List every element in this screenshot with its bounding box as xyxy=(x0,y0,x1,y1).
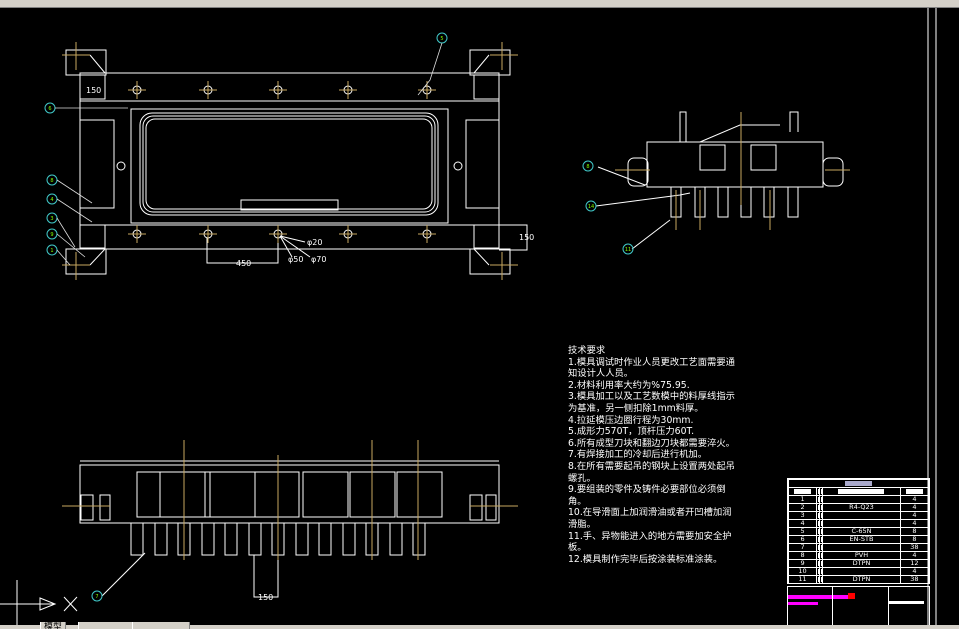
tech-line: 6.所有成型刀块和翻边刀块都需要淬火。 xyxy=(568,437,735,449)
balloon-label: 14 xyxy=(588,204,594,210)
tech-line: 3.模具加工以及工艺数模中的料厚线指示 xyxy=(568,391,735,403)
bom-header-title xyxy=(788,479,929,488)
tech-line: 板。 xyxy=(568,542,587,554)
title-magenta-text xyxy=(788,595,848,599)
bom-qty: 38 xyxy=(899,575,930,584)
tech-title: 技术要求 xyxy=(568,345,606,356)
tech-line: 1.模具调试时作业人员更改工艺面需要通 xyxy=(568,356,735,368)
legs xyxy=(670,186,799,218)
tech-line: 11.手、异物能进入的地方需要加安全护 xyxy=(568,530,732,542)
dim-150-right: 150 xyxy=(519,233,534,242)
bom-spec: DTPN xyxy=(822,559,901,568)
balloon-label: 9 xyxy=(50,232,53,238)
balloon-label: 5 xyxy=(440,36,443,42)
dim-450: 450 xyxy=(236,259,251,268)
tech-line: 7.有焊接加工的冷却后进行机加。 xyxy=(568,449,708,461)
legs xyxy=(130,522,426,556)
bom-spec xyxy=(822,511,901,520)
side-view xyxy=(595,111,844,250)
tech-line: 10.在导滑面上加润滑油或者开凹槽加润 xyxy=(568,507,732,519)
technical-requirements: 技术要求 1.模具调试时作业人员更改工艺面需要通 知设计人人员。 2.材料利用率… xyxy=(568,345,738,565)
tech-line: 角。 xyxy=(568,495,587,507)
toolbar-strip xyxy=(0,0,959,8)
balloon-label: 7 xyxy=(95,594,98,600)
tech-line: 5.成形力570T，顶杆压力60T. xyxy=(568,426,695,438)
top-plan-view xyxy=(65,49,528,275)
balloon-label: 8 xyxy=(586,164,589,170)
bom-no: 11 xyxy=(787,575,818,584)
ucs-icon xyxy=(0,580,78,625)
dim-150-left: 150 xyxy=(86,86,101,95)
centerlines xyxy=(62,42,850,560)
balloon-label: 3 xyxy=(50,216,53,222)
layout-tabs: 模型 xyxy=(0,622,959,629)
bom-spec: DTPN xyxy=(822,575,901,584)
tab-layout1[interactable] xyxy=(78,622,136,629)
balloon-label: 11 xyxy=(625,247,631,253)
tab-layout2[interactable] xyxy=(132,622,190,629)
bom-spec: EN-STB xyxy=(822,535,901,544)
tech-line: 滑脂。 xyxy=(568,518,596,530)
dim-phi20: φ20 xyxy=(307,238,322,247)
balloon-label: 4 xyxy=(50,197,53,203)
balloon-label: 1 xyxy=(50,248,53,254)
tech-line: 2.材料利用率大约为%75.95. xyxy=(568,379,690,391)
tab-model[interactable]: 模型 xyxy=(40,622,67,629)
bom-header xyxy=(787,487,930,496)
tech-line: 12.模具制作完毕后按涂装标准涂装。 xyxy=(568,553,723,565)
drawing-canvas[interactable]: 150 150 450 φ20 φ50 φ70 150 6 5 8 4 3 xyxy=(0,8,959,625)
balloon-label: 8 xyxy=(50,178,53,184)
balloons xyxy=(44,32,634,602)
dim-phi70: φ70 xyxy=(311,255,326,264)
bom-spec: R4-Q23 xyxy=(822,503,901,512)
tech-line: 螺孔。 xyxy=(568,472,596,484)
tech-line: 8.在所有需要起吊的钢块上设置两处起吊 xyxy=(568,460,735,472)
tech-line: 9.要组装的零件及铸件必要部位必须倒 xyxy=(568,484,726,496)
tech-line: 为基准，另一侧扣除1mm料厚。 xyxy=(568,402,704,414)
title-block xyxy=(787,586,930,629)
dim-phi50: φ50 xyxy=(288,255,303,264)
balloon-label: 6 xyxy=(48,106,51,112)
front-view xyxy=(79,460,500,598)
tech-line: 4.拉延模压边圈行程为30mm. xyxy=(568,414,694,426)
tech-line: 知设计人人员。 xyxy=(568,368,634,380)
dim-150-bottom: 150 xyxy=(258,593,273,602)
logo-red xyxy=(848,593,855,599)
